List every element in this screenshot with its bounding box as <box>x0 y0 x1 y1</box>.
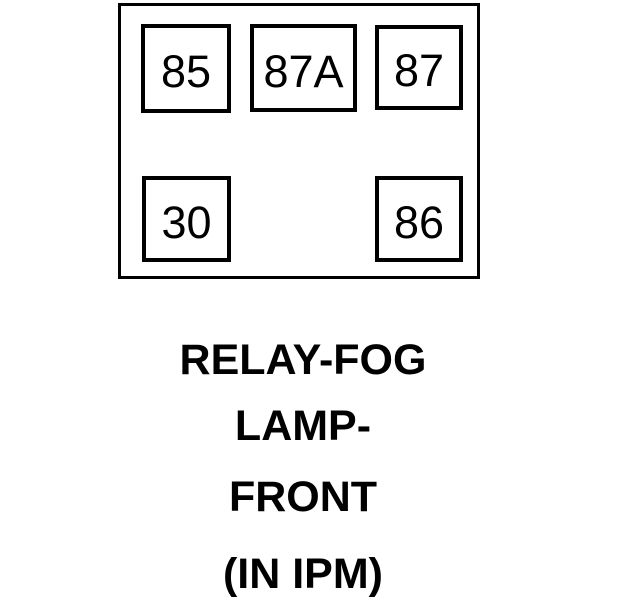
caption-line-relay-fog: RELAY-FOG <box>179 336 427 384</box>
relay-pin-87a: 87A <box>250 24 357 112</box>
relay-pin-87: 87 <box>375 25 463 110</box>
relay-pin-86-label: 86 <box>393 196 445 248</box>
relay-pin-30: 30 <box>142 176 231 262</box>
relay-pin-30-label: 30 <box>161 196 212 248</box>
caption-line-in-ipm: (IN IPM) <box>222 550 384 598</box>
relay-pin-85-label: 85 <box>160 46 212 97</box>
relay-pin-87-label: 87 <box>393 45 445 96</box>
relay-pin-86: 86 <box>375 176 463 262</box>
relay-pin-85: 85 <box>141 24 231 113</box>
relay-pin-87a-label: 87A <box>263 45 344 97</box>
caption-line-front: FRONT <box>228 473 378 521</box>
caption-line-lamp: LAMP- <box>234 402 372 450</box>
relay-outline-box: 85 87A 87 30 86 <box>118 3 480 279</box>
